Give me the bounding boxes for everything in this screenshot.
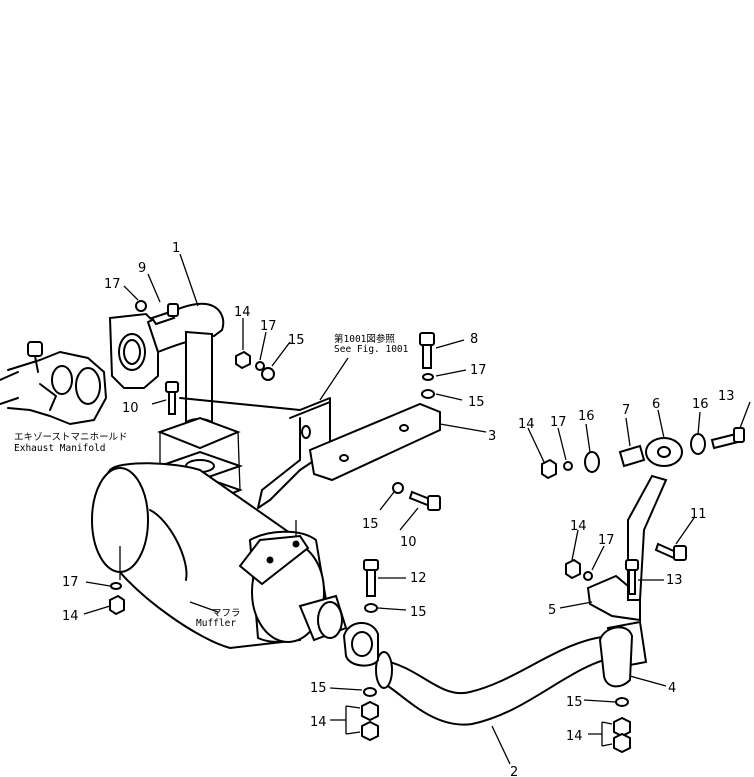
callout-17: 17 [598, 533, 615, 548]
callout-14: 14 [62, 609, 79, 624]
callout-numbers: 1 9 17 14 17 15 10 8 17 15 3 15 10 17 14… [62, 241, 735, 777]
callout-14: 14 [310, 715, 327, 730]
manifold-jp-label: エキゾーストマニホールド [14, 432, 128, 443]
callout-17: 17 [260, 319, 277, 334]
leader-lines [83, 253, 751, 765]
callout-14: 14 [234, 305, 251, 320]
callout-14: 14 [570, 519, 587, 534]
see-fig-jp-note: 第1001図参照 [334, 333, 395, 345]
callout-1: 1 [172, 241, 180, 256]
callout-16: 16 [692, 397, 709, 412]
callout-10: 10 [122, 401, 139, 416]
callout-13: 13 [666, 573, 683, 588]
callout-17: 17 [104, 277, 121, 292]
callout-17: 17 [470, 363, 487, 378]
callout-6: 6 [652, 397, 660, 412]
clamp-assembly-right [586, 437, 683, 688]
callout-15: 15 [288, 333, 305, 348]
callout-7: 7 [622, 403, 630, 418]
see-fig-en-note: See Fig. 1001 [334, 344, 409, 355]
callout-17: 17 [62, 575, 79, 590]
callout-15: 15 [310, 681, 327, 696]
diagram-notes: 第1001図参照 See Fig. 1001 エキゾーストマニホールド Exha… [14, 333, 409, 629]
callout-3: 3 [488, 429, 496, 444]
callout-15: 15 [410, 605, 427, 620]
callout-13: 13 [718, 389, 735, 404]
callout-12: 12 [410, 571, 427, 586]
manifold-en-label: Exhaust Manifold [14, 443, 106, 454]
exhaust-manifold [0, 341, 107, 425]
callout-10: 10 [400, 535, 417, 550]
callout-2: 2 [510, 765, 518, 777]
callout-15: 15 [566, 695, 583, 710]
bracket-3 [308, 402, 441, 482]
muffler-en-label: Muffler [196, 618, 236, 629]
callout-8: 8 [470, 332, 478, 347]
muffler [91, 462, 348, 650]
callout-14: 14 [566, 729, 583, 744]
callout-17: 17 [550, 415, 567, 430]
callout-14: 14 [518, 417, 535, 432]
callout-4: 4 [668, 681, 676, 696]
callout-5: 5 [548, 603, 556, 618]
callout-11: 11 [690, 507, 707, 522]
muffler-jp-label: マフラ [212, 608, 241, 619]
callout-9: 9 [138, 261, 146, 276]
callout-16: 16 [578, 409, 595, 424]
callout-15: 15 [362, 517, 379, 532]
pipe-clamp [342, 622, 379, 667]
callout-15: 15 [468, 395, 485, 410]
frame-bracket [179, 397, 331, 509]
hardware [109, 300, 745, 754]
